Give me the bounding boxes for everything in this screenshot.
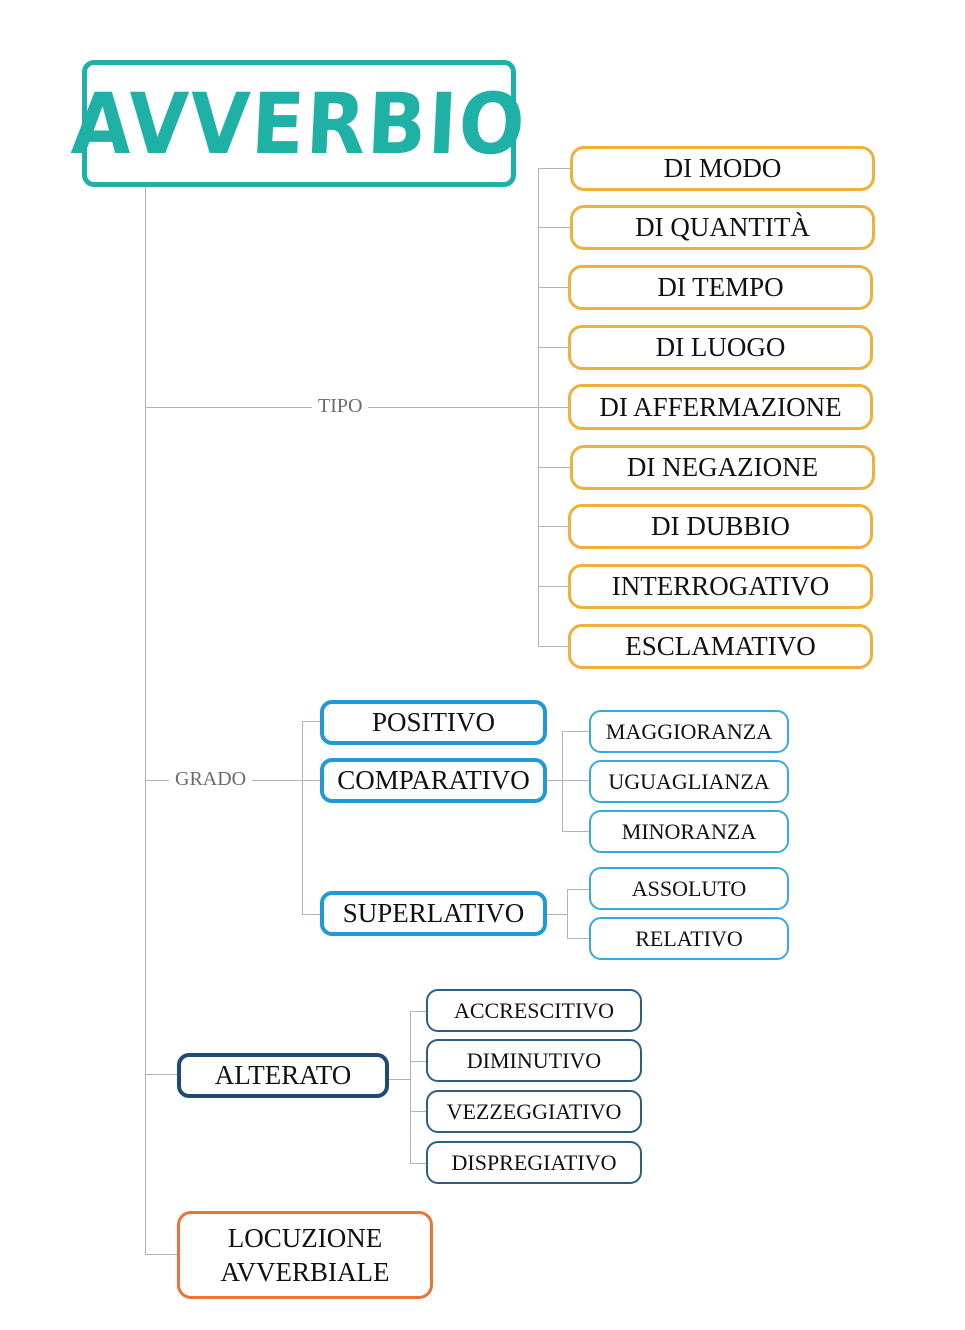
alterato-item-connector: [410, 1061, 427, 1062]
grado-item-connector: [302, 721, 322, 722]
node-label: VEZZEGGIATIVO: [446, 1098, 622, 1124]
alterato-item-connector: [410, 1111, 427, 1112]
node-label: DI NEGAZIONE: [626, 452, 819, 482]
node-label: DI MODO: [663, 153, 782, 183]
alterato-node-accrescitivo: ACCRESCITIVO: [426, 989, 642, 1032]
node-label: DISPREGIATIVO: [451, 1149, 617, 1175]
superlativo-item-connector: [567, 938, 590, 939]
superlativo-connector: [547, 914, 567, 915]
locuzione-avverbiale-node: LOCUZIONE AVVERBIALE: [177, 1211, 433, 1299]
node-label: MAGGIORANZA: [605, 718, 773, 744]
node-label-line1: LOCUZIONE: [227, 1223, 383, 1253]
tipo-item-connector: [538, 227, 572, 228]
node-label: DIMINUTIVO: [466, 1047, 602, 1073]
node-label: POSITIVO: [371, 707, 495, 737]
tipo-node-di-luogo: DI LUOGO: [568, 325, 873, 370]
alterato-node-dispregiativo: DISPREGIATIVO: [426, 1141, 642, 1184]
grado-node-superlativo: SUPERLATIVO: [320, 891, 547, 936]
node-label: DI DUBBIO: [651, 511, 790, 541]
grado-label: GRADO: [169, 768, 253, 791]
node-label: INTERROGATIVO: [611, 571, 830, 601]
comparativo-node-maggioranza: MAGGIORANZA: [589, 710, 789, 753]
grado-vertical-connector: [302, 721, 303, 915]
tipo-item-connector: [538, 526, 572, 527]
node-label: DI TEMPO: [657, 272, 784, 302]
title-box: AVVERBIO: [69, 60, 529, 187]
tipo-item-connector: [538, 467, 572, 468]
node-label: UGUAGLIANZA: [608, 768, 770, 794]
tipo-node-di-modo: DI MODO: [570, 146, 875, 191]
node-label: SUPERLATIVO: [342, 898, 525, 928]
alterato-connector: [145, 1074, 178, 1075]
tipo-item-connector: [538, 287, 572, 288]
comparativo-vertical-connector: [562, 731, 563, 832]
tipo-item-connector: [538, 646, 572, 647]
grado-item-connector: [302, 914, 322, 915]
node-label: COMPARATIVO: [337, 765, 530, 795]
node-label: DI AFFERMAZIONE: [599, 391, 842, 422]
tipo-node-di-dubbio: DI DUBBIO: [568, 504, 873, 549]
grado-node-comparativo: COMPARATIVO: [320, 758, 547, 803]
alterato-node-vezzeggiativo: VEZZEGGIATIVO: [426, 1090, 642, 1133]
superlativo-node-assoluto: ASSOLUTO: [589, 867, 789, 910]
alterato-item-connector: [410, 1163, 427, 1164]
comparativo-node-minoranza: MINORANZA: [589, 810, 789, 853]
tipo-node-esclamativo: ESCLAMATIVO: [568, 624, 873, 669]
node-label-line2: AVVERBIALE: [220, 1257, 390, 1287]
node-label: MINORANZA: [621, 818, 757, 844]
comparativo-connector: [547, 780, 562, 781]
node-label: ESCLAMATIVO: [625, 631, 816, 661]
superlativo-vertical-connector: [567, 889, 568, 939]
tipo-node-di-tempo: DI TEMPO: [568, 265, 873, 310]
comparativo-item-connector: [562, 780, 590, 781]
alterato-node-diminutivo: DIMINUTIVO: [426, 1039, 642, 1082]
alterato-item-connector: [410, 1011, 427, 1012]
node-label: ASSOLUTO: [631, 875, 747, 901]
node-label: ACCRESCITIVO: [453, 997, 615, 1023]
main-trunk-connector: [145, 185, 146, 1255]
tipo-vertical-connector: [538, 168, 539, 647]
page-title: AVVERBIO: [69, 74, 529, 173]
grado-node-positivo: POSITIVO: [320, 700, 547, 745]
locuzione-connector: [145, 1254, 178, 1255]
comparativo-item-connector: [562, 831, 590, 832]
node-label: DI QUANTITÀ: [635, 212, 810, 242]
tipo-node-interrogativo: INTERROGATIVO: [568, 564, 873, 609]
tipo-item-connector: [538, 347, 572, 348]
node-label: RELATIVO: [635, 925, 743, 951]
comparativo-node-uguaglianza: UGUAGLIANZA: [589, 760, 789, 803]
superlativo-item-connector: [567, 889, 590, 890]
alterato-node: ALTERATO: [177, 1053, 389, 1098]
tipo-label: TIPO: [312, 395, 369, 418]
superlativo-node-relativo: RELATIVO: [589, 917, 789, 960]
alterato-sub-connector: [389, 1079, 410, 1080]
alterato-vertical-connector: [410, 1011, 411, 1164]
comparativo-item-connector: [562, 731, 590, 732]
node-label: DI LUOGO: [655, 332, 786, 362]
node-label: ALTERATO: [214, 1060, 352, 1090]
tipo-node-di-negazione: DI NEGAZIONE: [570, 445, 875, 490]
tipo-node-di-quantita: DI QUANTITÀ: [570, 205, 875, 250]
tipo-node-di-affermazione: DI AFFERMAZIONE: [568, 384, 873, 430]
tipo-item-connector: [538, 586, 572, 587]
tipo-item-connector: [538, 168, 572, 169]
